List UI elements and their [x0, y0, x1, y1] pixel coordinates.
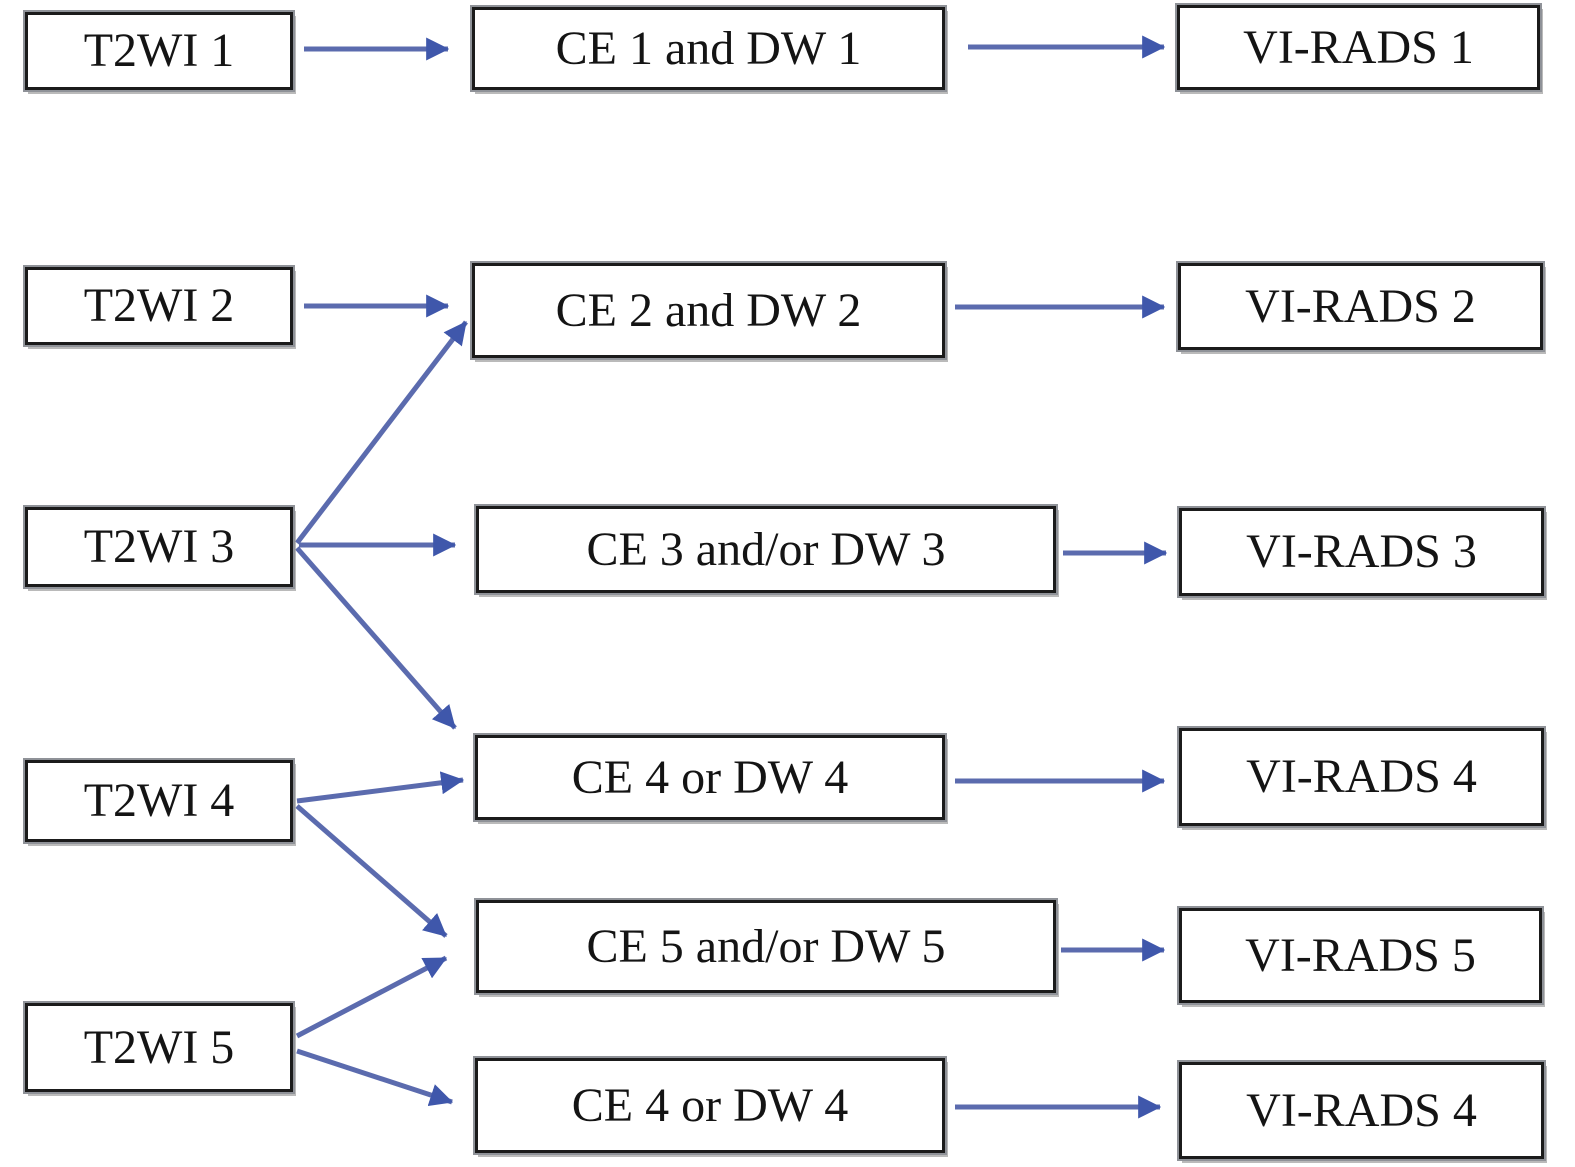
node-virads-1-label: VI-RADS 1	[1243, 20, 1474, 74]
arrow-t2wi4-to-ce4	[296, 771, 465, 804]
node-virads-4: VI-RADS 4	[1177, 726, 1546, 828]
node-virads-5: VI-RADS 5	[1177, 906, 1544, 1005]
node-ce-5: CE 5 and/or DW 5	[474, 898, 1058, 995]
node-virads-4-bottom-label: VI-RADS 4	[1246, 1083, 1477, 1137]
node-virads-2-label: VI-RADS 2	[1245, 279, 1476, 333]
node-ce-4-bottom-label: CE 4 or DW 4	[571, 1078, 849, 1132]
node-ce-1: CE 1 and DW 1	[470, 5, 947, 92]
node-t2wi-5: T2WI 5	[23, 1001, 295, 1094]
arrow-t2wi3-to-ce2	[295, 320, 468, 545]
node-virads-1: VI-RADS 1	[1175, 3, 1542, 92]
node-ce-5-label: CE 5 and/or DW 5	[586, 919, 946, 973]
node-ce-3-label: CE 3 and/or DW 3	[586, 522, 946, 576]
node-virads-5-label: VI-RADS 5	[1245, 928, 1476, 982]
node-virads-2: VI-RADS 2	[1176, 261, 1545, 352]
node-ce-4: CE 4 or DW 4	[473, 733, 947, 822]
node-virads-4-label: VI-RADS 4	[1246, 750, 1477, 803]
arrow-t2wi4-to-ce5	[295, 804, 448, 938]
node-ce-4-bottom: CE 4 or DW 4	[473, 1056, 947, 1155]
node-t2wi-1: T2WI 1	[23, 10, 295, 92]
node-virads-3-label: VI-RADS 3	[1246, 525, 1477, 578]
arrow-t2wi5-to-ce4b	[296, 1048, 454, 1107]
node-t2wi-4: T2WI 4	[23, 758, 295, 844]
node-t2wi-2: T2WI 2	[23, 265, 295, 347]
arrow-t2wi3-to-ce4	[295, 546, 457, 730]
node-t2wi-2-label: T2WI 2	[83, 279, 235, 332]
node-ce-2-label: CE 2 and DW 2	[555, 283, 862, 337]
node-virads-3: VI-RADS 3	[1177, 506, 1546, 598]
node-t2wi-1-label: T2WI 1	[83, 24, 235, 77]
node-virads-4-bottom: VI-RADS 4	[1177, 1060, 1546, 1161]
node-t2wi-5-label: T2WI 5	[83, 1020, 235, 1074]
node-ce-4-label: CE 4 or DW 4	[571, 750, 849, 804]
arrow-t2wi5-to-ce5	[295, 955, 448, 1039]
node-ce-1-label: CE 1 and DW 1	[555, 21, 862, 75]
node-t2wi-3: T2WI 3	[23, 505, 295, 589]
node-t2wi-4-label: T2WI 4	[83, 774, 235, 827]
node-ce-3: CE 3 and/or DW 3	[474, 504, 1058, 595]
node-t2wi-3-label: T2WI 3	[83, 520, 235, 573]
node-ce-2: CE 2 and DW 2	[470, 261, 947, 360]
